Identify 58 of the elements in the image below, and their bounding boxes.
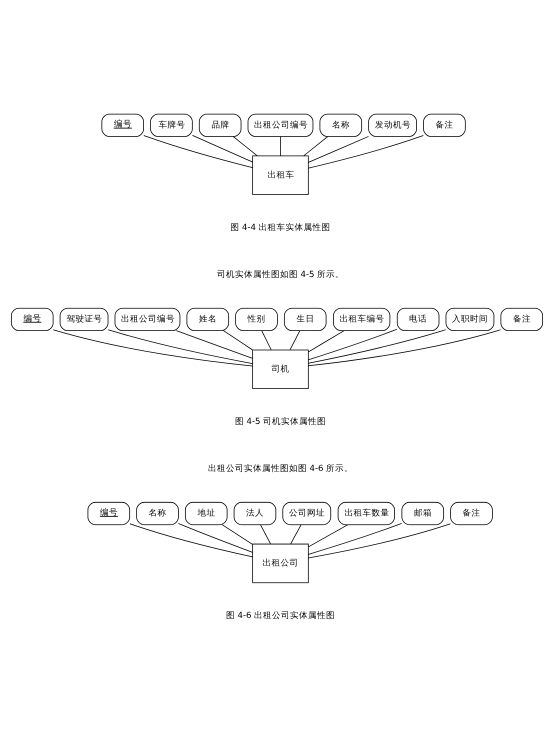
node-box: 出租公司编号 — [248, 114, 314, 137]
node-box: 电话 — [396, 308, 440, 332]
connector — [308, 329, 446, 364]
node-box: 邮箱 — [402, 502, 444, 526]
connector — [108, 329, 253, 364]
node-box: 编号 — [88, 502, 130, 526]
connector — [308, 135, 424, 168]
node-box: 司机 — [252, 350, 309, 390]
label: 图 4-4 出租车实体属性图 — [230, 222, 331, 233]
connector — [222, 524, 253, 545]
connector — [308, 522, 402, 555]
label: 司机实体属性图如图 4-5 所示。 — [216, 270, 344, 280]
label: 图 4-6 出租公司实体属性图 — [226, 611, 336, 622]
connector — [261, 330, 272, 350]
connector — [232, 136, 258, 156]
connector — [308, 136, 369, 163]
node-box: 出租车数量 — [338, 502, 395, 526]
connector — [176, 330, 253, 359]
node-box: 出租车 — [252, 155, 309, 195]
connector — [308, 330, 344, 352]
connector — [290, 524, 302, 544]
connector — [143, 135, 253, 168]
node-box: 备注 — [423, 114, 466, 137]
node-box: 备注 — [450, 502, 493, 526]
connector — [130, 523, 253, 558]
connector — [308, 523, 451, 558]
connector — [223, 330, 253, 350]
node-box: 名称 — [320, 114, 362, 137]
connector — [290, 330, 300, 350]
connector — [308, 328, 398, 360]
node-box: 编号 — [101, 114, 144, 137]
label: 出租公司实体属性图如图 4-6 所示。 — [208, 464, 354, 474]
connector — [280, 136, 281, 156]
node-box: 法人 — [234, 502, 276, 526]
node-box: 名称 — [136, 502, 179, 526]
label: 图 4-5 司机实体属性图 — [234, 417, 326, 428]
node-box: 公司网址 — [282, 502, 332, 526]
node-box: 出租车编号 — [333, 308, 390, 332]
connector — [178, 523, 253, 553]
node-box: 性别 — [235, 308, 278, 332]
node-box: 发动机号 — [368, 114, 417, 137]
connector — [192, 135, 253, 162]
node-box: 车牌号 — [150, 114, 193, 137]
node-box: 地址 — [184, 502, 228, 526]
node-box: 备注 — [500, 308, 544, 332]
node-box: 出租公司编号 — [114, 308, 180, 332]
node-box: 入职时间 — [446, 308, 494, 332]
node-box: 姓名 — [186, 308, 230, 332]
node-box: 品牌 — [198, 114, 242, 137]
connector — [308, 329, 502, 366]
connector — [260, 524, 272, 544]
connector — [303, 136, 328, 156]
node-box: 驾驶证号 — [60, 308, 108, 332]
connector — [308, 524, 348, 548]
connector — [52, 329, 253, 366]
node-box: 生日 — [284, 308, 326, 332]
node-box: 出租公司 — [252, 544, 309, 584]
node-box: 编号 — [10, 308, 54, 332]
